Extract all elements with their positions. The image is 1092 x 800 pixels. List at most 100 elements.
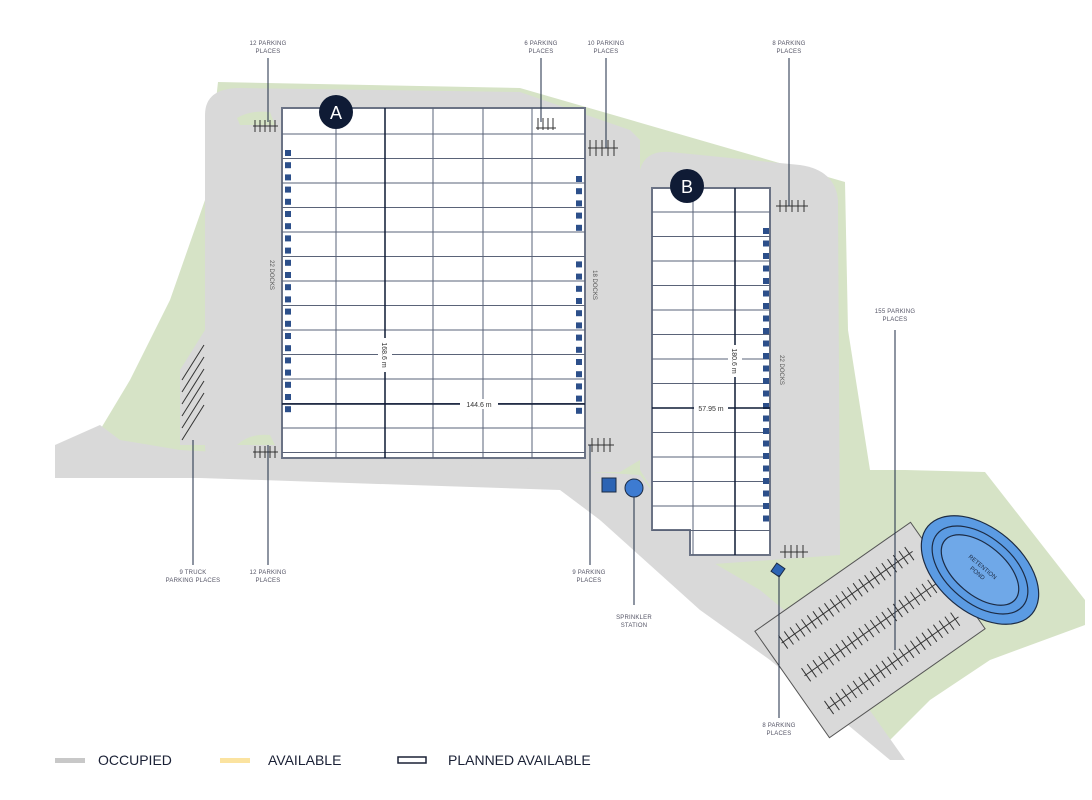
parking-stall — [841, 688, 852, 703]
legend-label: OCCUPIED — [98, 752, 172, 768]
parking-stall — [841, 590, 852, 605]
parking-stall — [944, 616, 955, 631]
building-a-label: A — [330, 103, 342, 123]
callout-text: PLACES — [255, 49, 281, 55]
callout-text: 12 PARKING — [249, 41, 287, 47]
parking-stall — [881, 611, 892, 626]
building-b-label: B — [681, 177, 693, 197]
dock-door-icon — [763, 240, 769, 247]
callout-text: PLACES — [528, 49, 554, 55]
parking-stall — [864, 672, 875, 687]
parking-stall — [829, 647, 840, 662]
callout-text: PLACES — [255, 578, 281, 584]
parking-stall — [921, 632, 932, 647]
access-road — [55, 425, 905, 760]
legend-available-swatch — [220, 758, 250, 763]
parking-stall — [812, 659, 823, 674]
callout-text: 9 PARKING — [572, 570, 606, 576]
building-b-docks — [763, 228, 769, 522]
callout-text: PLACES — [882, 317, 908, 323]
parking-stall — [881, 660, 892, 675]
dock-door-icon — [576, 285, 582, 292]
dock-door-icon — [285, 381, 291, 388]
dock-door-icon — [763, 315, 769, 322]
parking-stall — [875, 566, 886, 581]
callout-big-lot: 155 PARKING PLACES — [860, 308, 930, 324]
dock-door-icon — [763, 478, 769, 484]
parking-stall — [852, 582, 863, 597]
dock-door-icon — [285, 369, 291, 376]
dock-door-icon — [285, 174, 291, 181]
parking-row — [804, 583, 936, 677]
truck-parking-stripes — [181, 344, 205, 441]
parking-stall — [818, 655, 829, 670]
parking-stall — [898, 550, 909, 565]
parking-stall — [801, 619, 812, 633]
parking-stall — [824, 603, 835, 617]
dock-door-icon — [576, 200, 582, 207]
callout-top-a-right: 6 PARKING PLACES — [506, 40, 576, 56]
parking-stall — [869, 570, 880, 585]
parking-stall — [869, 619, 880, 634]
parking-stall — [910, 591, 921, 606]
parking-stall — [806, 615, 817, 629]
parking-stall — [904, 546, 915, 561]
parking-row — [827, 616, 959, 710]
building-a-east-docks-label: 18 DOCKS — [591, 270, 597, 300]
parking-stall — [783, 631, 794, 645]
dock-door-icon — [763, 278, 769, 284]
legend-planned-swatch — [397, 756, 427, 764]
dock-door-icon — [763, 403, 769, 409]
parking-stall — [915, 636, 926, 651]
parking-stall — [824, 651, 835, 666]
callout-text: SPRINKLER — [616, 615, 652, 621]
dock-door-icon — [576, 395, 582, 402]
dock-door-icon — [576, 407, 582, 414]
dock-door-icon — [576, 212, 582, 219]
parking-stall — [841, 639, 852, 654]
legend-label: PLANNED AVAILABLE — [448, 752, 591, 768]
big-parking-lot — [754, 521, 986, 739]
dock-door-icon — [285, 406, 291, 413]
parking-stripes — [253, 118, 808, 558]
building-b-badge — [670, 169, 704, 203]
callout-text: PLACES — [766, 731, 792, 737]
dock-door-icon — [285, 333, 291, 339]
building-b-length-label: 180.6 m — [730, 348, 737, 373]
dock-door-icon — [576, 261, 582, 268]
parking-stall — [852, 680, 863, 695]
dock-door-icon — [576, 334, 582, 341]
parking-stall — [892, 652, 903, 667]
dock-door-icon — [285, 150, 291, 156]
building-b-east-docks-label: 22 DOCKS — [778, 355, 784, 385]
dock-door-icon — [763, 328, 769, 334]
parking-stall — [858, 578, 869, 593]
parking-stall — [846, 684, 857, 699]
dock-door-icon — [576, 346, 582, 353]
dock-door-icon — [763, 503, 769, 509]
dock-door-icon — [285, 320, 291, 327]
dock-door-icon — [576, 371, 582, 378]
dock-door-icon — [285, 198, 291, 205]
parking-row — [781, 550, 913, 644]
parking-stall — [829, 696, 840, 711]
legend-available: AVAILABLE — [268, 752, 341, 768]
dock-door-icon — [576, 298, 582, 304]
dock-door-icon — [285, 235, 291, 242]
dock-door-icon — [763, 453, 769, 459]
legend-occupied: OCCUPIED — [98, 752, 172, 768]
parking-stall — [846, 635, 857, 650]
dock-door-icon — [285, 247, 291, 254]
parking-stall — [869, 668, 880, 683]
dock-door-icon — [763, 515, 769, 522]
parking-stall — [806, 663, 817, 678]
parking-stall — [927, 579, 938, 594]
dock-door-icon — [285, 211, 291, 217]
callout-text: 155 PARKING — [874, 309, 916, 315]
parking-stall — [858, 676, 869, 691]
callout-text: 6 PARKING — [524, 41, 558, 47]
